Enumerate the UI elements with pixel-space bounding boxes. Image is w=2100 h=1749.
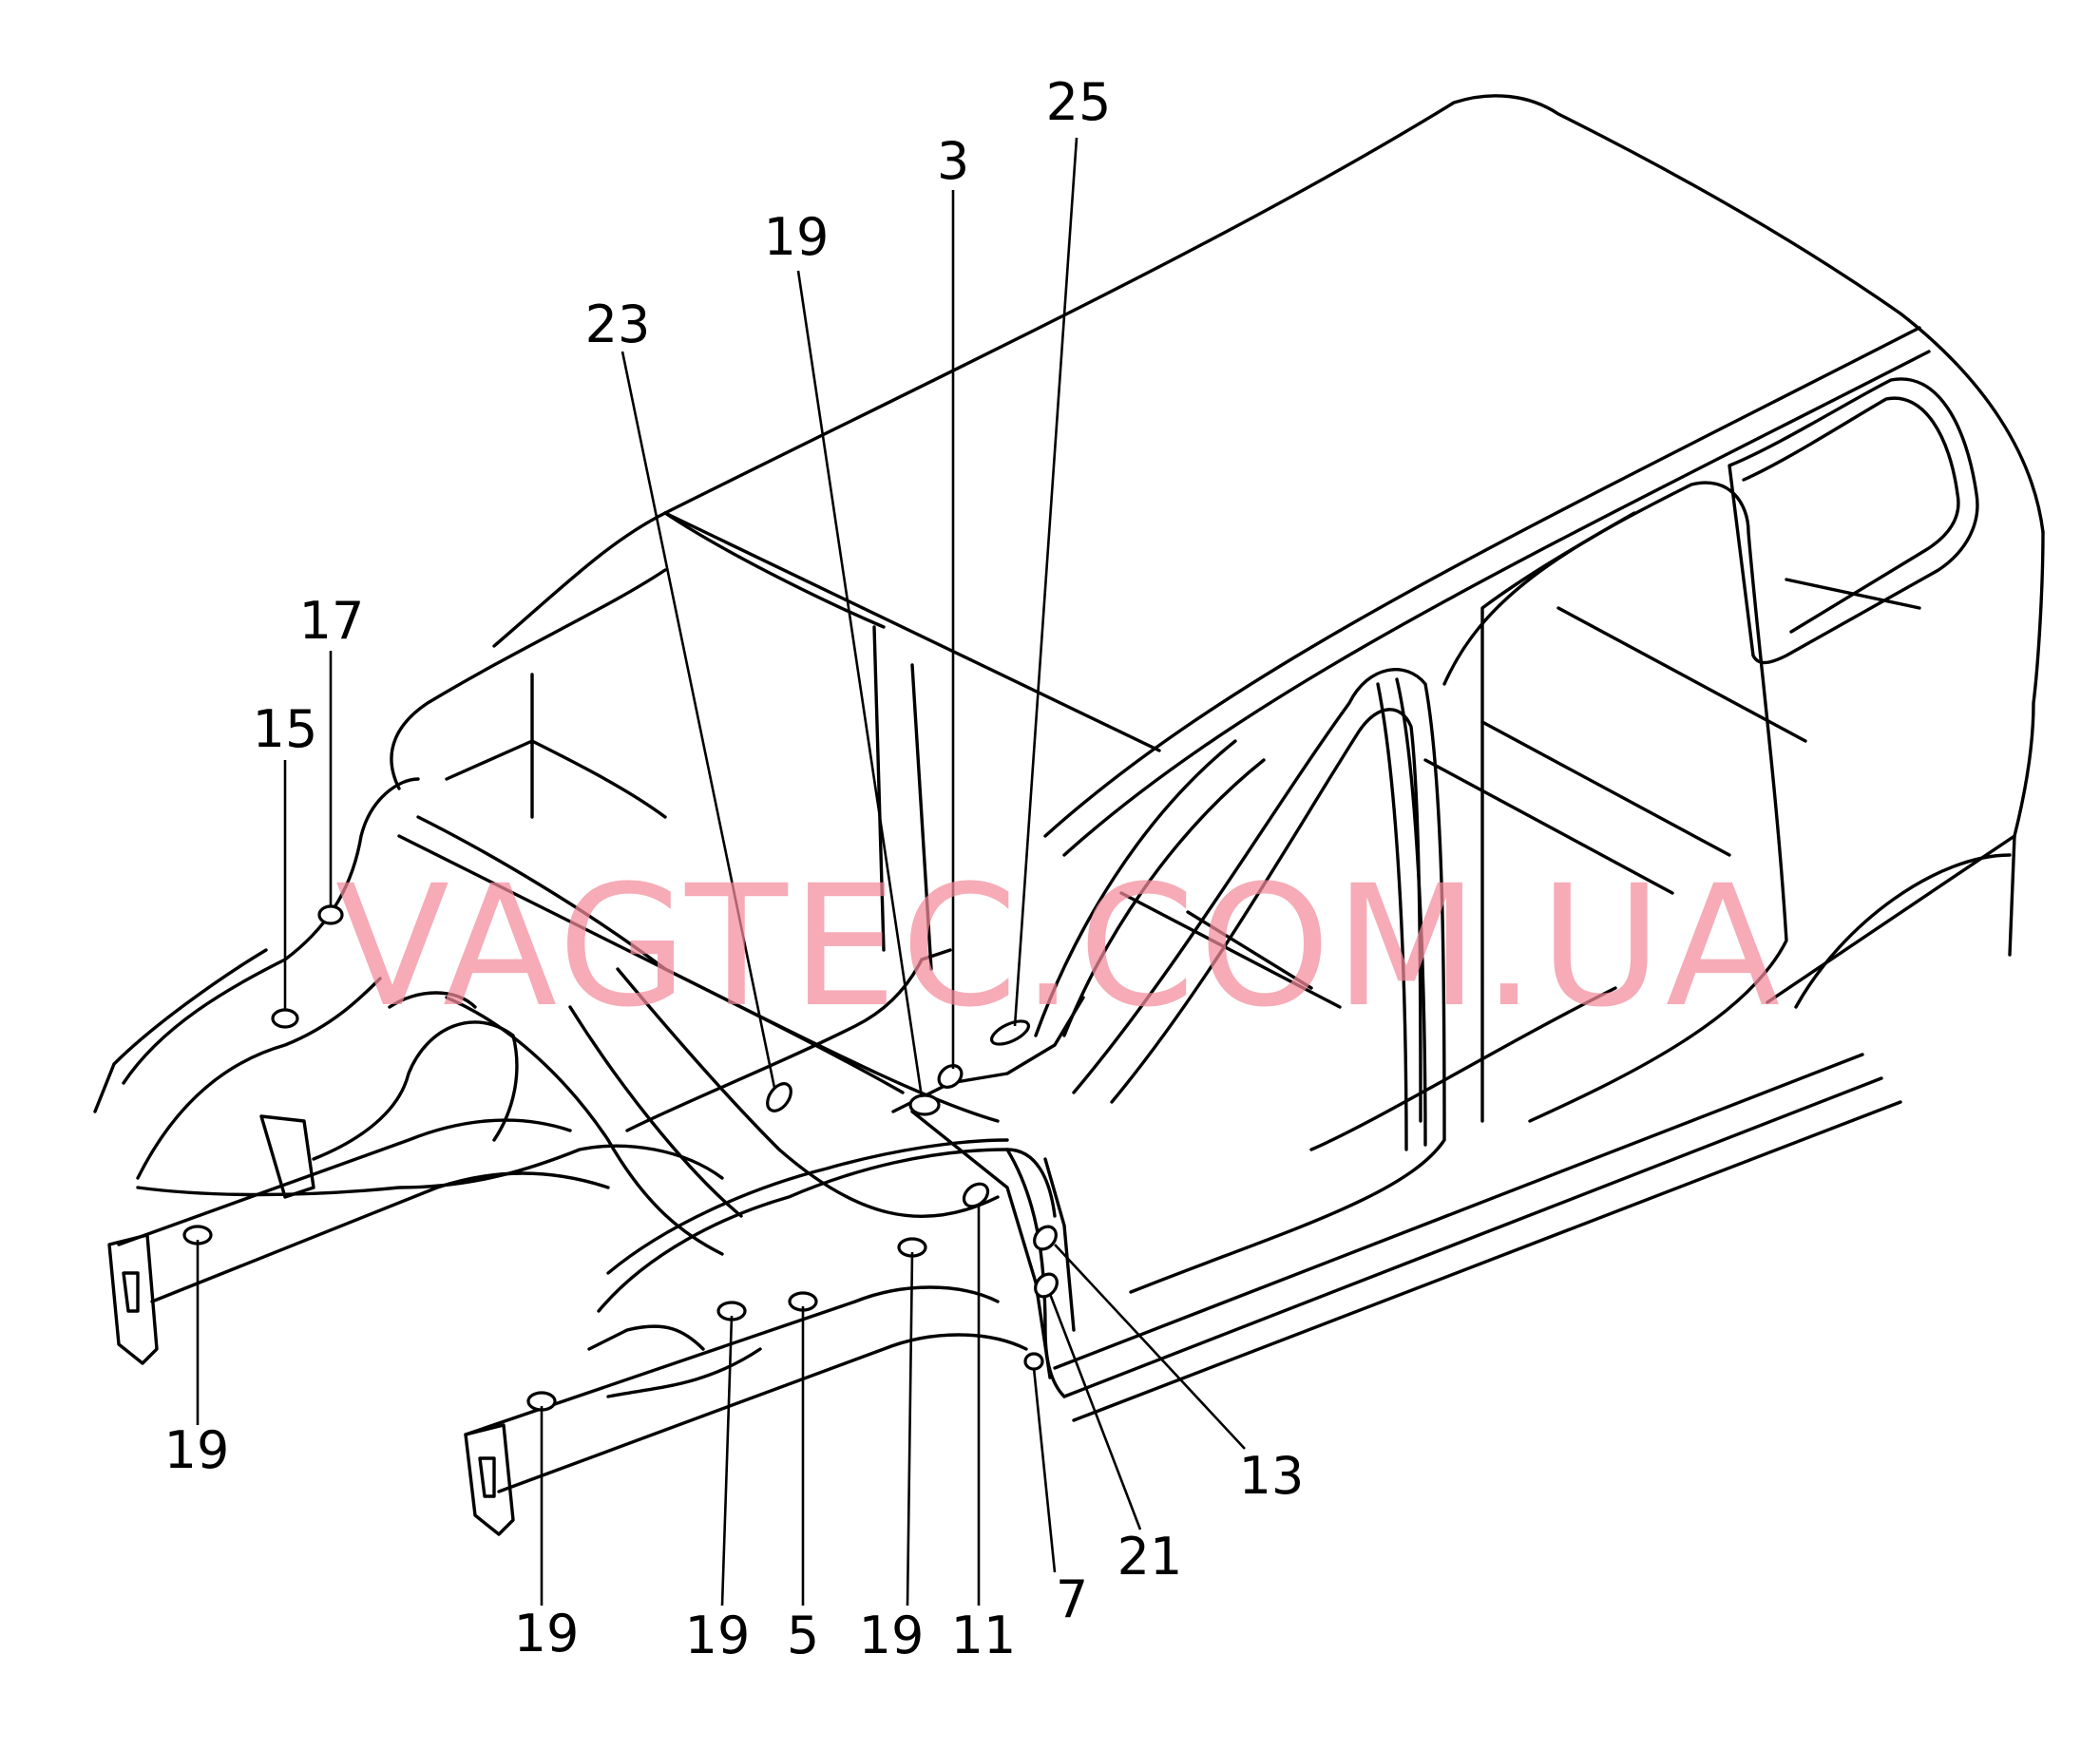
sealing-plugs	[182, 904, 1059, 1412]
plug-3	[937, 1064, 964, 1089]
plug-13	[1033, 1225, 1058, 1251]
leader-21	[1048, 1293, 1142, 1530]
car-body-outline	[93, 94, 2045, 1536]
leader-19-d	[720, 1315, 734, 1606]
plug-25	[989, 1019, 1031, 1046]
plug-23	[766, 1082, 792, 1112]
callout-3: 3	[937, 131, 969, 191]
leader-23	[620, 351, 776, 1089]
leader-19-e	[906, 1251, 914, 1606]
leader-lines	[196, 137, 1246, 1606]
leader-19-a	[796, 270, 924, 1098]
callout-19-bottom-1: 19	[514, 1604, 580, 1663]
callout-23: 23	[585, 295, 651, 354]
callout-19-left: 19	[164, 1420, 230, 1480]
leader-7	[1032, 1367, 1057, 1573]
plug-15	[271, 1008, 299, 1029]
callout-7: 7	[1056, 1569, 1088, 1629]
plug-21	[1034, 1272, 1059, 1299]
callout-11: 11	[951, 1606, 1017, 1665]
callout-19-bottom-3: 19	[859, 1606, 925, 1665]
callout-17: 17	[299, 591, 365, 651]
callout-labels: 25 3 19 23 17 15 19 19 19 5 19 11 7 21 1…	[164, 72, 1305, 1665]
callout-5: 5	[787, 1606, 819, 1665]
plug-7	[1023, 1352, 1044, 1371]
callout-19-top: 19	[764, 207, 830, 267]
callout-19-bottom-2: 19	[685, 1606, 751, 1665]
leader-13	[1054, 1244, 1246, 1450]
plug-19-upper	[908, 1093, 941, 1116]
callout-13: 13	[1239, 1446, 1305, 1506]
leader-25	[1013, 137, 1079, 1027]
callout-15: 15	[253, 699, 318, 759]
watermark: VAGTEC.COM.UA	[335, 849, 1785, 1044]
callout-21: 21	[1117, 1527, 1183, 1587]
plug-11	[962, 1182, 990, 1208]
callout-25: 25	[1046, 72, 1112, 132]
